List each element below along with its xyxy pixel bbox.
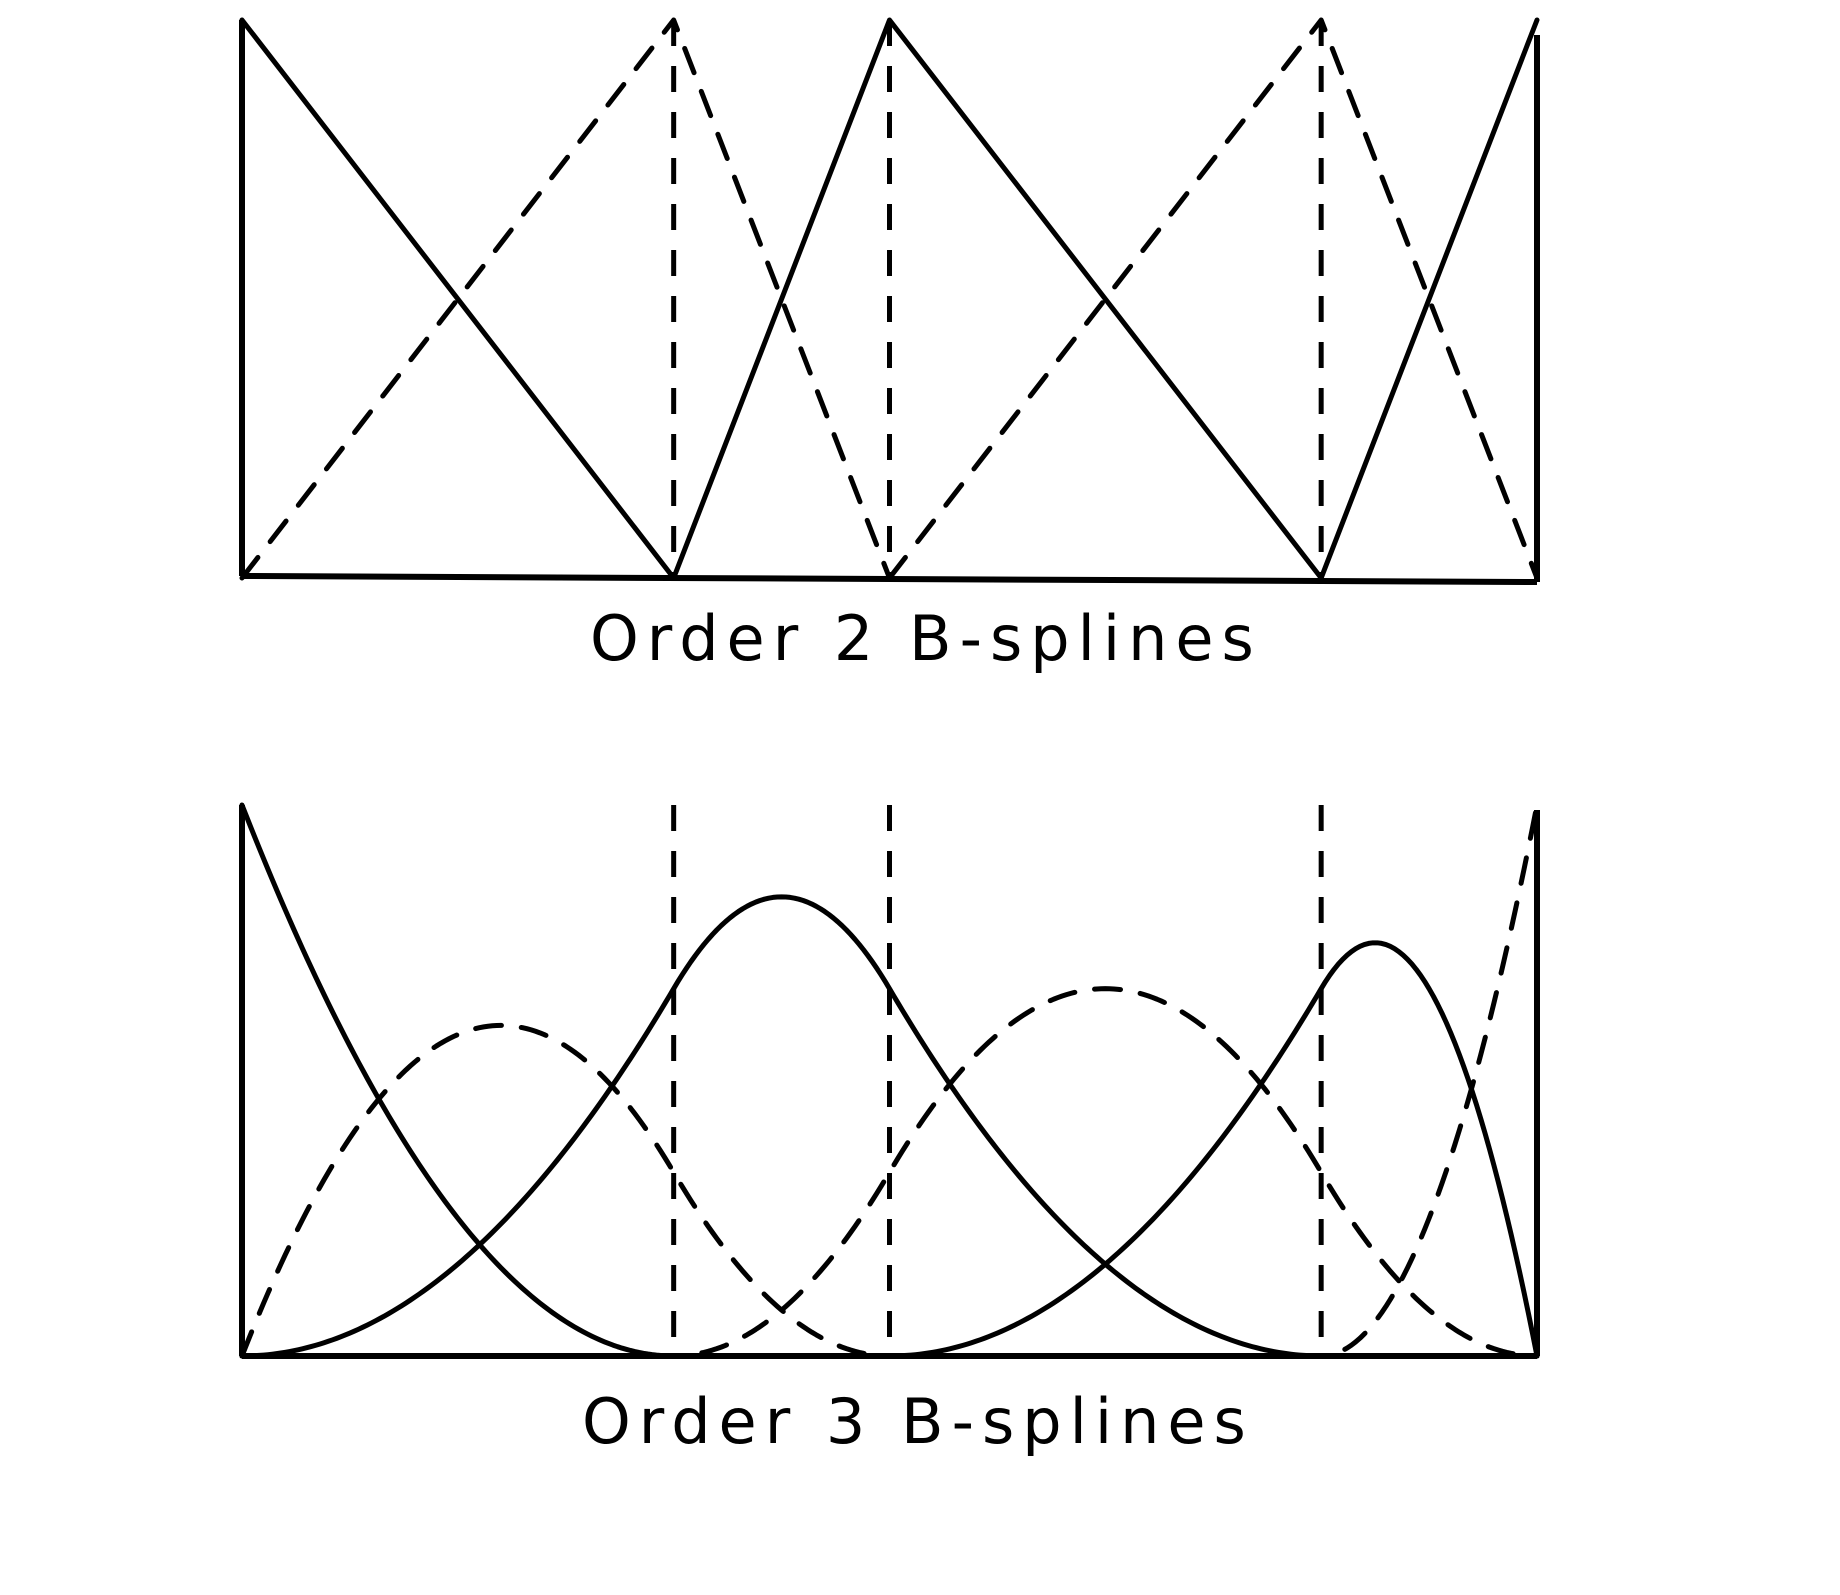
basis-curve-6: [239, 802, 1540, 1359]
knot-lines: [671, 805, 1324, 1356]
basis-curve-4: [887, 17, 1540, 581]
basis-curves: [239, 17, 1540, 581]
basis-curve-2: [239, 17, 892, 581]
order-3-panel: [239, 802, 1540, 1359]
basis-curve-5: [1318, 17, 1540, 581]
basis-curve-1: [239, 17, 677, 581]
knot-lines: [671, 20, 1324, 578]
basis-curve-3: [671, 17, 1324, 581]
order-3-caption: Order 3 B-splines: [582, 1385, 1254, 1458]
order-2-caption: Order 2 B-splines: [590, 602, 1262, 675]
basis-curves: [239, 802, 1540, 1359]
order-2-panel: [239, 17, 1540, 585]
